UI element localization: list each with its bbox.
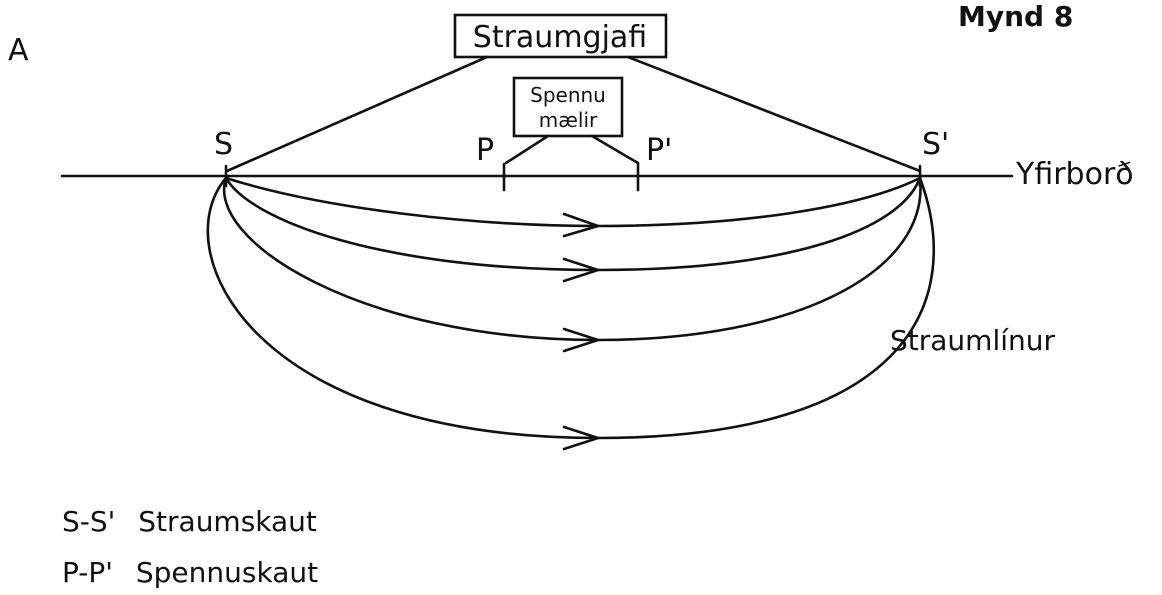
current-arrow-4 (562, 425, 600, 451)
wire-meter-to-p (504, 134, 550, 165)
current-flow-lines (206, 176, 936, 451)
legend-meaning: Spennuskaut (136, 556, 318, 589)
electrode-p-prime-label: P' (646, 133, 672, 168)
wire-meter-to-p-prime (590, 134, 640, 165)
legend-meaning: Straumskaut (138, 505, 317, 538)
surface-label: Yfirborð (1015, 157, 1134, 192)
current-line-1 (224, 176, 922, 228)
figure-label: Mynd 8 (958, 0, 1073, 33)
electrode-s-prime-label: S' (922, 127, 949, 162)
current-source: Straumgjafi (453, 13, 668, 59)
electrode-p-label: P (476, 133, 494, 168)
current-source-box (453, 13, 668, 59)
legend-item: S-S' Straumskaut (62, 505, 317, 538)
wire-source-to-s (225, 55, 489, 173)
current-line-2 (224, 176, 922, 272)
wire-source-to-s-prime (626, 55, 922, 173)
voltage-meter-box (512, 76, 624, 138)
current-arrow-3 (562, 327, 600, 353)
legend-pair: S-S' (62, 505, 115, 538)
voltage-meter-label-line1: Spennu (530, 83, 606, 107)
voltage-meter-label-line2: mælir (539, 108, 598, 132)
legend: S-S' Straumskaut P-P' Spennuskaut (62, 505, 318, 589)
legend-item: P-P' Spennuskaut (62, 556, 318, 589)
current-lines-label: Straumlínur (890, 324, 1055, 357)
voltage-meter: Spennu mælir (512, 76, 624, 138)
current-arrow-2 (562, 257, 600, 283)
current-source-label: Straumgjafi (473, 20, 647, 55)
current-arrow-1 (562, 212, 600, 238)
panel-letter: A (8, 33, 29, 68)
electrode-s-label: S (214, 127, 233, 162)
legend-pair: P-P' (62, 556, 113, 589)
